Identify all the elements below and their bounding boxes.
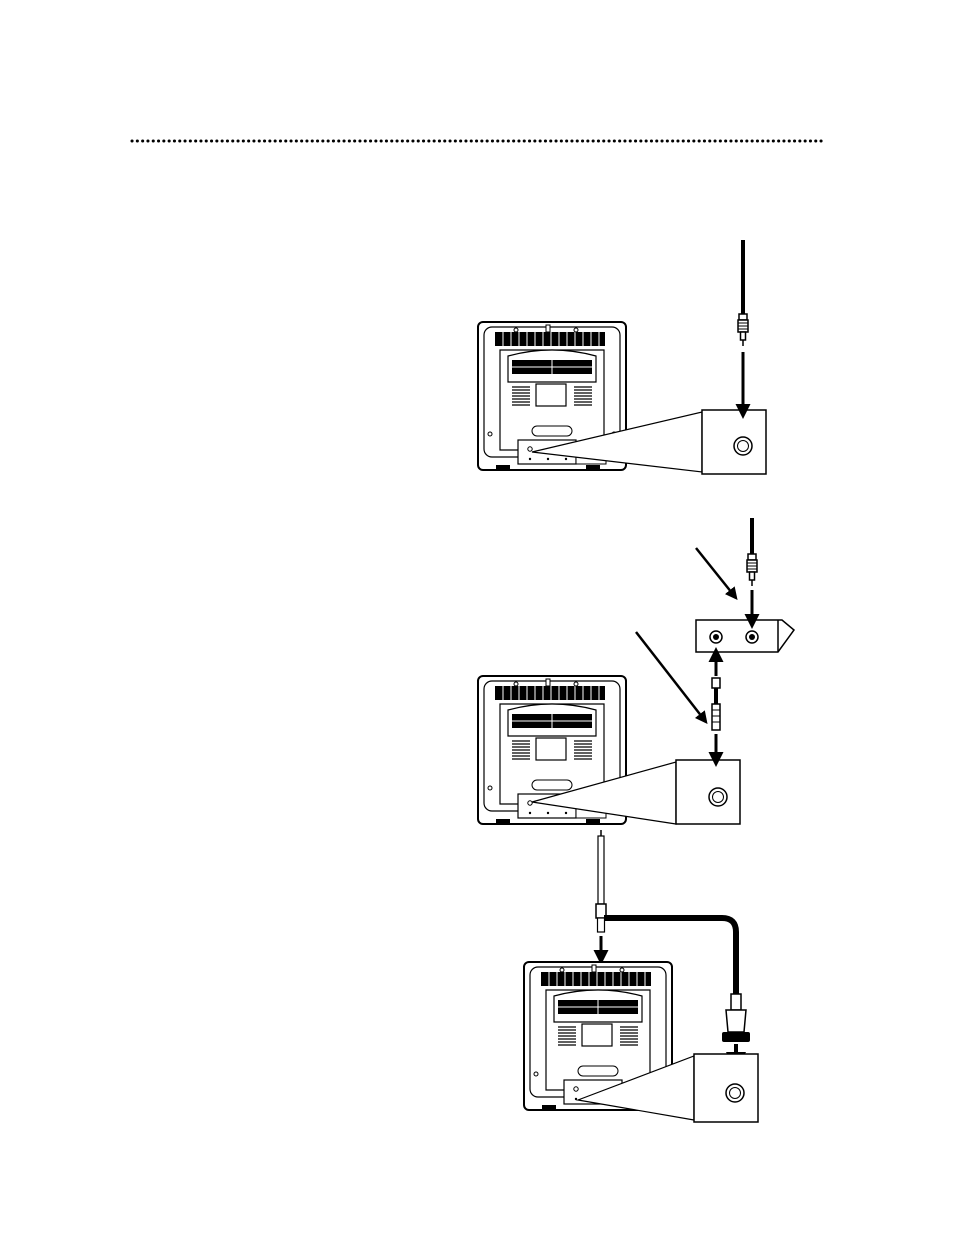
figure-antenna-connection	[524, 830, 758, 1122]
jumper-cable	[712, 678, 720, 730]
antenna-plug-icon	[722, 994, 750, 1042]
cable-plug-icon	[738, 314, 748, 346]
cable-box-icon	[696, 620, 794, 652]
antenna-jack-icon	[726, 1084, 744, 1102]
figure-cable-connection	[478, 240, 766, 474]
antenna-jack-panel	[676, 760, 740, 824]
antenna-jack-panel	[702, 410, 766, 474]
pointer-line	[696, 548, 736, 598]
antenna-jack-icon	[734, 437, 752, 455]
figure-cable-box-connection	[478, 518, 794, 824]
antenna-jack-icon	[709, 788, 727, 806]
cable-plug-icon	[747, 554, 757, 586]
antenna-jack-panel	[694, 1054, 758, 1122]
